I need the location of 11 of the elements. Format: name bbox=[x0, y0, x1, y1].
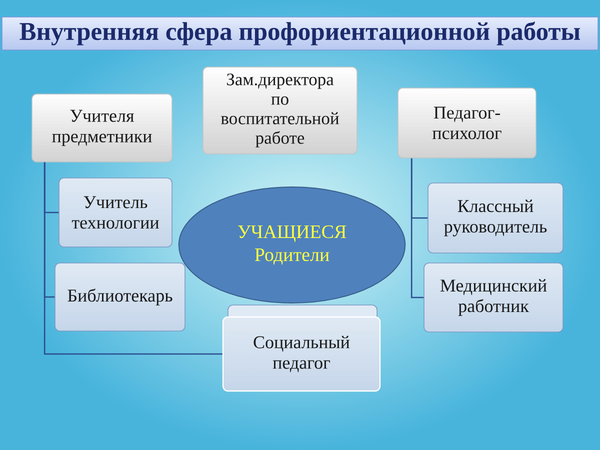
title-banner: Внутренняя сфера профориентационной работы bbox=[2, 16, 598, 50]
role-box: Библиотекарь bbox=[54, 262, 186, 332]
role-box: Социальный педагог bbox=[222, 304, 381, 392]
connector-line bbox=[44, 162, 222, 355]
role-box: Классный руководитель bbox=[428, 182, 564, 254]
role-box: Учитель технологии bbox=[58, 178, 172, 248]
role-box: Учителя предметники bbox=[32, 94, 172, 162]
role-box: Зам.директора по воспитательной работе bbox=[202, 66, 358, 154]
role-box: Педагог-психолог bbox=[398, 88, 536, 158]
role-box: Медицинский работник bbox=[424, 262, 564, 332]
connector-line bbox=[410, 158, 424, 298]
